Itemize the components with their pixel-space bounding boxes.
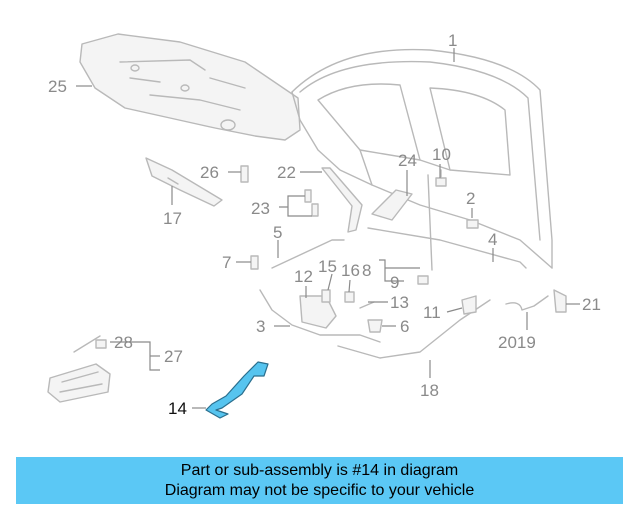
bolt-26 [240,165,249,183]
label-18: 18 [420,381,439,400]
label-26: 26 [200,163,219,182]
label-11: 11 [423,303,441,322]
caption-line-1: Part or sub-assembly is #14 in diagram [180,461,459,479]
screw-13 [359,301,375,309]
label-28: 28 [114,333,133,352]
label-14: 14 [168,399,187,418]
label-6: 6 [400,317,409,336]
bolts-23 [304,189,319,217]
prop-rod [427,174,433,271]
label-3: 3 [256,317,265,336]
clip-16 [344,291,355,303]
label-27: 27 [164,347,183,366]
caption-line-2: Diagram may not be specific to your vehi… [164,481,475,499]
label-17: 17 [163,209,182,228]
part-14-highlighted [205,361,269,419]
label-5: 5 [273,223,282,242]
label-2: 2 [466,189,475,208]
label-1: 1 [448,31,457,50]
handle-assembly-27 [47,335,111,403]
label-16: 16 [341,261,360,280]
label-24: 24 [398,151,417,170]
bracket-17 [145,157,223,207]
handle-11 [461,295,477,315]
label-23: 23 [251,199,270,218]
label-15: 15 [318,257,337,276]
label-9: 9 [390,273,399,292]
clip-9 [417,275,429,285]
cable-5 [271,239,345,269]
label-8: 8 [362,261,371,280]
bumper-7 [250,255,259,270]
number-labels: 1 25 26 22 24 10 2 17 23 5 4 7 15 12 16 … [48,31,601,418]
label-12: 12 [294,267,313,286]
clip-15 [321,289,331,303]
seal-4 [367,227,527,269]
label-21: 21 [582,295,601,314]
label-4: 4 [488,230,497,249]
label-25: 25 [48,77,67,96]
grommet-6 [367,319,383,333]
clip-10 [435,169,447,187]
label-10: 10 [432,145,451,164]
cable-2019 [505,295,549,311]
label-2019: 2019 [498,333,536,352]
leader-lines [76,48,580,409]
hood [291,48,553,269]
label-13: 13 [390,293,409,312]
label-7: 7 [222,253,231,272]
label-22: 22 [277,163,296,182]
caption-banner: Part or sub-assembly is #14 in diagram D… [16,457,623,504]
cable-3 [259,289,381,343]
bracket-21 [553,289,567,313]
bracket-24 [371,189,413,221]
rod-22 [321,167,363,233]
hood-insulator-pad [79,33,301,141]
